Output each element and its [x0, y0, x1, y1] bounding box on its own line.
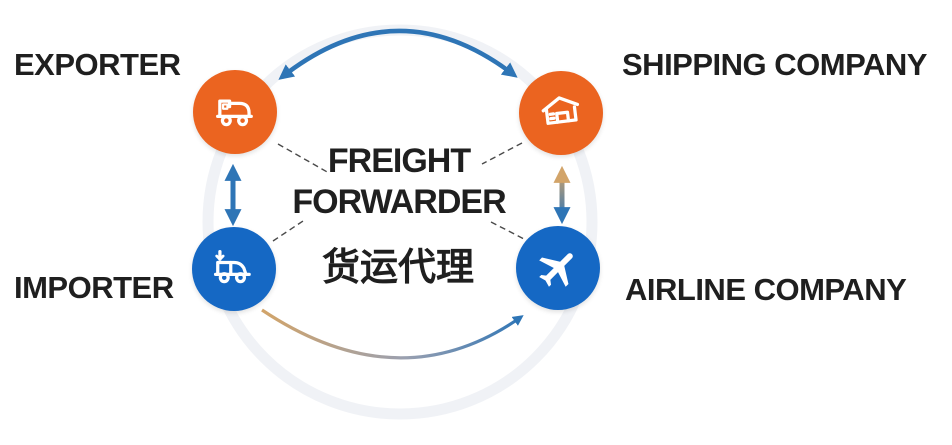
- shipping-company-label: SHIPPING COMPANY: [622, 47, 927, 82]
- node-importer: [192, 227, 276, 311]
- center-title: FREIGHT FORWARDER: [264, 141, 534, 223]
- center-title-line1: FREIGHT: [327, 142, 471, 180]
- node-shipping-company: [519, 71, 603, 155]
- bottom-arc-arrow: [261, 308, 524, 360]
- airplane-icon: [539, 253, 573, 287]
- node-exporter: [193, 70, 277, 154]
- delivery-van-icon: [213, 250, 251, 284]
- center-title-line2: FORWARDER: [292, 183, 506, 221]
- warehouse-icon: [541, 96, 580, 125]
- exporter-label: EXPORTER: [14, 47, 181, 82]
- airline-company-label: AIRLINE COMPANY: [625, 272, 907, 307]
- node-airline-company: [516, 226, 600, 310]
- top-arc-double-arrow: [278, 28, 518, 80]
- center-subtitle-chinese: 货运代理: [321, 247, 474, 289]
- importer-label: IMPORTER: [14, 270, 174, 305]
- dashed-connector-airline: [490, 221, 529, 242]
- truck-icon: [216, 99, 253, 127]
- dashed-connector-importer: [272, 220, 304, 242]
- dashed-connector-shipping: [481, 142, 523, 165]
